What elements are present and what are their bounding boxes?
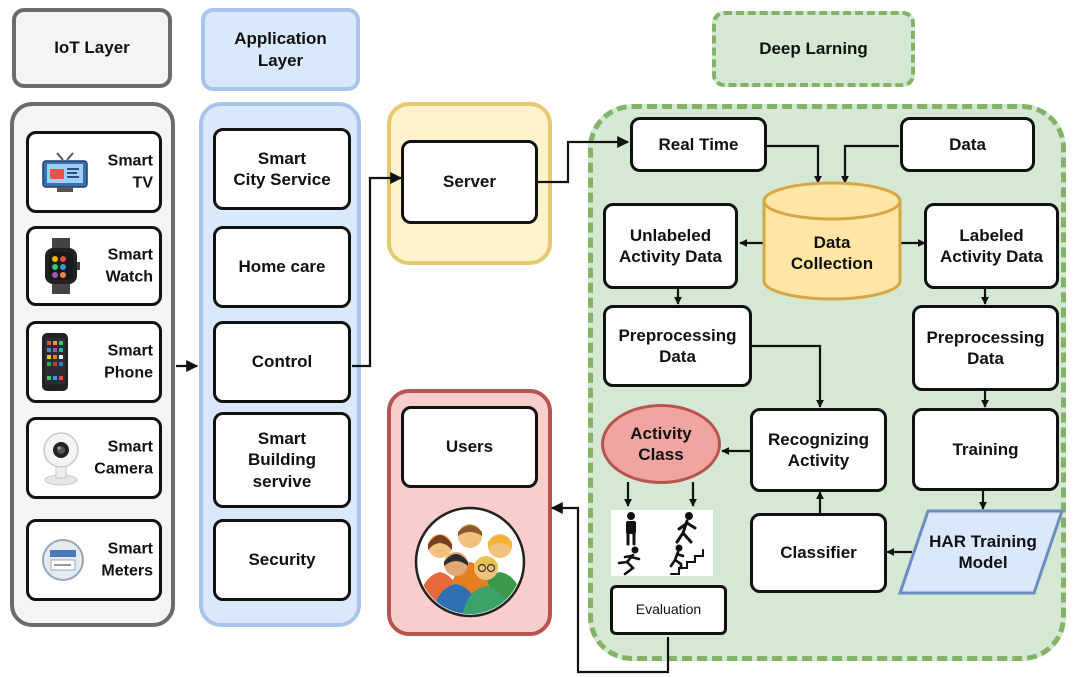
device-label: Smart Phone [104,342,153,381]
preprocessing-data-right-node[interactable]: Preprocessing Data [912,305,1059,391]
tv-icon [42,152,88,192]
stairs-climbing-icon [669,544,704,575]
service-smart-city[interactable]: Smart City Service [213,128,351,210]
recognizing-activity-node[interactable]: Recognizing Activity [750,408,887,492]
real-time-node[interactable]: Real Time [630,117,767,172]
iot-layer-header: IoT Layer [12,8,172,88]
arrow-server-to-realtime [538,136,630,184]
arrow-control-to-server [352,172,403,368]
device-label: Smart Camera [94,438,153,477]
service-security[interactable]: Security [213,519,351,601]
service-control[interactable]: Control [213,321,351,403]
activity-icons [611,510,713,576]
deep-learning-header: Deep Larning [712,11,915,87]
activity-class-node[interactable]: Activity Class [601,404,721,484]
device-smart-camera[interactable]: Smart Camera [26,417,162,499]
arrow-evaluation-to-users [550,502,670,674]
preprocessing-data-left-node[interactable]: Preprocessing Data [603,305,752,387]
evaluation-node[interactable]: Evaluation [610,585,727,635]
device-label: Smart Meters [101,540,153,579]
data-node[interactable]: Data [900,117,1035,172]
phone-icon [42,333,68,391]
arrow-realtime-to-collection [767,144,822,184]
users-group-icon [414,506,526,618]
har-training-model-label[interactable]: HAR Training Model [929,531,1037,572]
data-collection-label: Data Collection [790,232,874,273]
application-layer-header: Application Layer [201,8,360,91]
labeled-activity-data-node[interactable]: Labeled Activity Data [924,203,1059,289]
unlabeled-activity-data-node[interactable]: Unlabeled Activity Data [603,203,738,289]
watch-icon [45,238,80,294]
device-smart-tv[interactable]: Smart TV [26,131,162,213]
service-smart-building[interactable]: Smart Building servive [213,412,351,508]
running-person-icon [617,546,641,576]
har-training-model-parallelogram [898,509,1065,595]
walking-person-icon [675,512,697,544]
server-node[interactable]: Server [401,140,538,224]
training-node[interactable]: Training [912,408,1059,491]
data-collection-cylinder [762,181,902,301]
device-smart-meters[interactable]: Smart Meters [26,519,162,601]
device-smart-phone[interactable]: Smart Phone [26,321,162,403]
camera-icon [43,432,79,486]
device-smart-watch[interactable]: Smart Watch [26,226,162,306]
meter-icon [42,539,84,581]
service-home-care[interactable]: Home care [213,226,351,308]
device-label: Smart Watch [105,246,153,285]
classifier-node[interactable]: Classifier [750,513,887,593]
standing-person-icon [626,512,636,546]
users-node[interactable]: Users [401,406,538,488]
device-label: Smart TV [107,152,153,191]
arrow-data-to-collection [841,144,899,184]
arrow-pre-left-to-recognizing [752,344,824,408]
